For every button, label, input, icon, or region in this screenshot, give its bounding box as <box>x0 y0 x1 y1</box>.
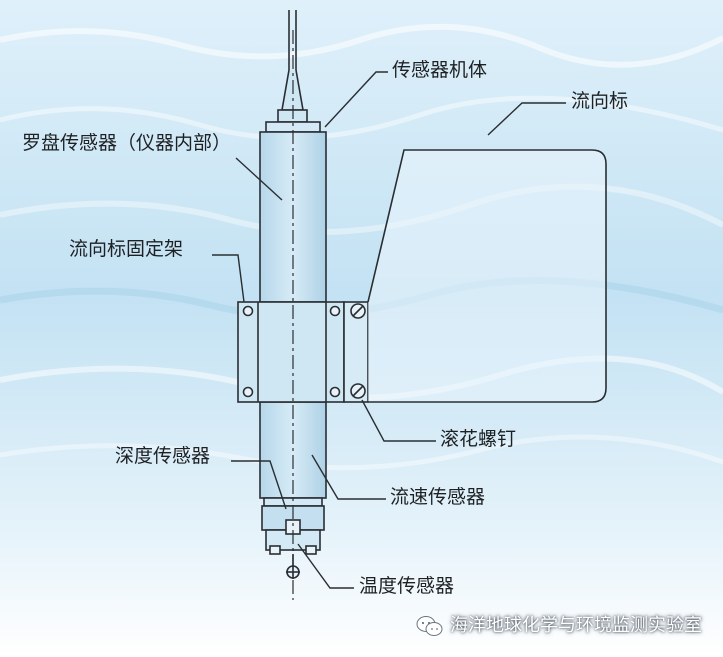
wechat-icon <box>416 616 443 636</box>
label-flow-vane: 流向标 <box>571 90 629 112</box>
label-knurled-screw: 滚花螺钉 <box>440 428 517 450</box>
label-depth-sensor: 深度传感器 <box>115 445 211 467</box>
label-temperature-sensor: 温度传感器 <box>359 575 455 597</box>
watermark-text: 海洋地球化学与环境监测实验室 <box>450 615 702 636</box>
vane-bracket <box>237 301 345 403</box>
label-sensor-body: 传感器机体 <box>392 59 488 81</box>
vane-clamp <box>343 301 369 403</box>
flow-vane-plate <box>367 149 607 403</box>
leader-lines <box>212 71 566 589</box>
label-compass-sensor: 罗盘传感器（仪器内部） <box>22 132 232 154</box>
label-vane-bracket: 流向标固定架 <box>69 238 184 260</box>
label-velocity-sensor: 流速传感器 <box>390 486 486 508</box>
